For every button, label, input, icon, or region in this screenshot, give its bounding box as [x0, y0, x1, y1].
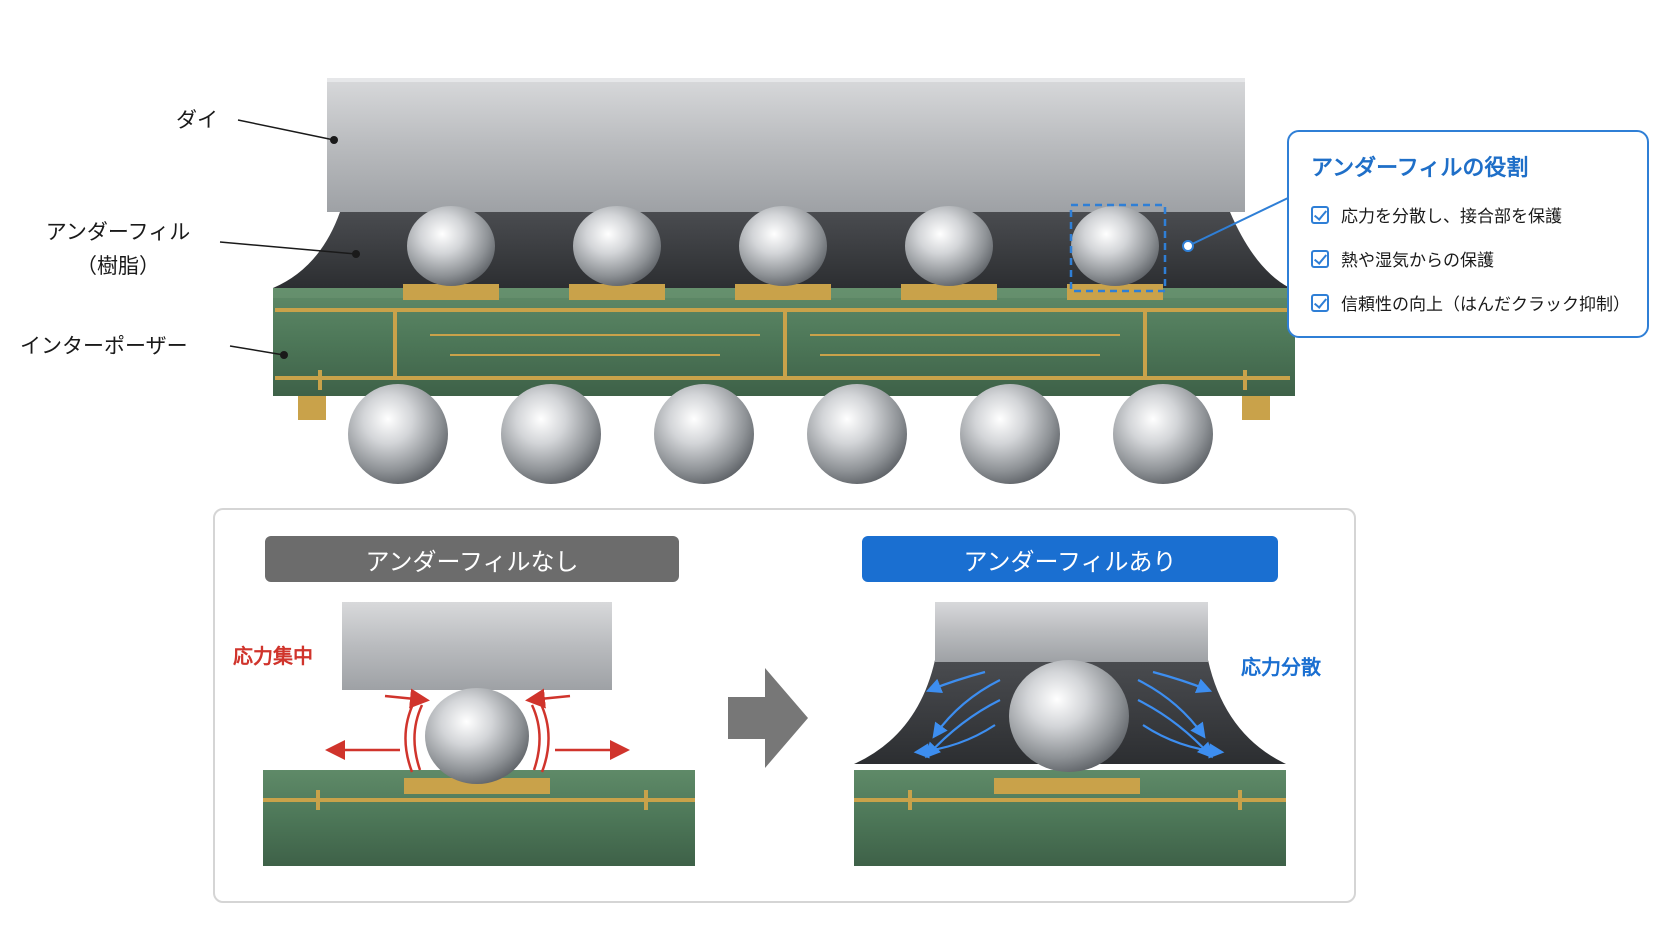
solder-balls — [348, 384, 1213, 484]
callout-item: 応力を分散し、接合部を保護 — [1311, 202, 1562, 227]
callout-title: アンダーフィルの役割 — [1311, 156, 1529, 181]
underfill-label: アンダーフィル — [45, 220, 191, 244]
checkbox-icon — [1311, 249, 1329, 268]
stress-concentration-label: 応力集中 — [233, 644, 313, 668]
die — [327, 78, 1245, 212]
without-underfill-illustration — [263, 602, 695, 866]
interposer-label: インターポーザー — [20, 334, 188, 358]
callout-connector — [1182, 197, 1289, 252]
callout-item: 信頼性の向上（はんだクラック抑制） — [1311, 290, 1630, 315]
underfill-resin-label: （樹脂） — [76, 254, 160, 278]
micro-bumps — [407, 206, 1159, 286]
checkbox-icon — [1311, 293, 1329, 312]
highlight-box — [1069, 203, 1167, 293]
with-underfill-header: アンダーフィルあり — [862, 536, 1278, 582]
with-underfill-illustration — [854, 602, 1286, 866]
underfill-role-callout: アンダーフィルの役割 応力を分散し、接合部を保護 熱や湿気からの保護 信頼性の向… — [1287, 130, 1649, 338]
comparison-arrow-icon — [728, 668, 808, 768]
checkbox-icon — [1311, 205, 1329, 224]
comparison-panel — [213, 508, 1356, 903]
bottom-pads — [298, 392, 1270, 420]
interposer-traces — [275, 308, 1290, 390]
leader-lines — [219, 119, 360, 359]
without-underfill-header: アンダーフィルなし — [265, 536, 679, 582]
callout-item: 熱や湿気からの保護 — [1311, 246, 1494, 271]
die-label: ダイ — [176, 108, 218, 132]
stress-dispersion-label: 応力分散 — [1241, 655, 1321, 679]
